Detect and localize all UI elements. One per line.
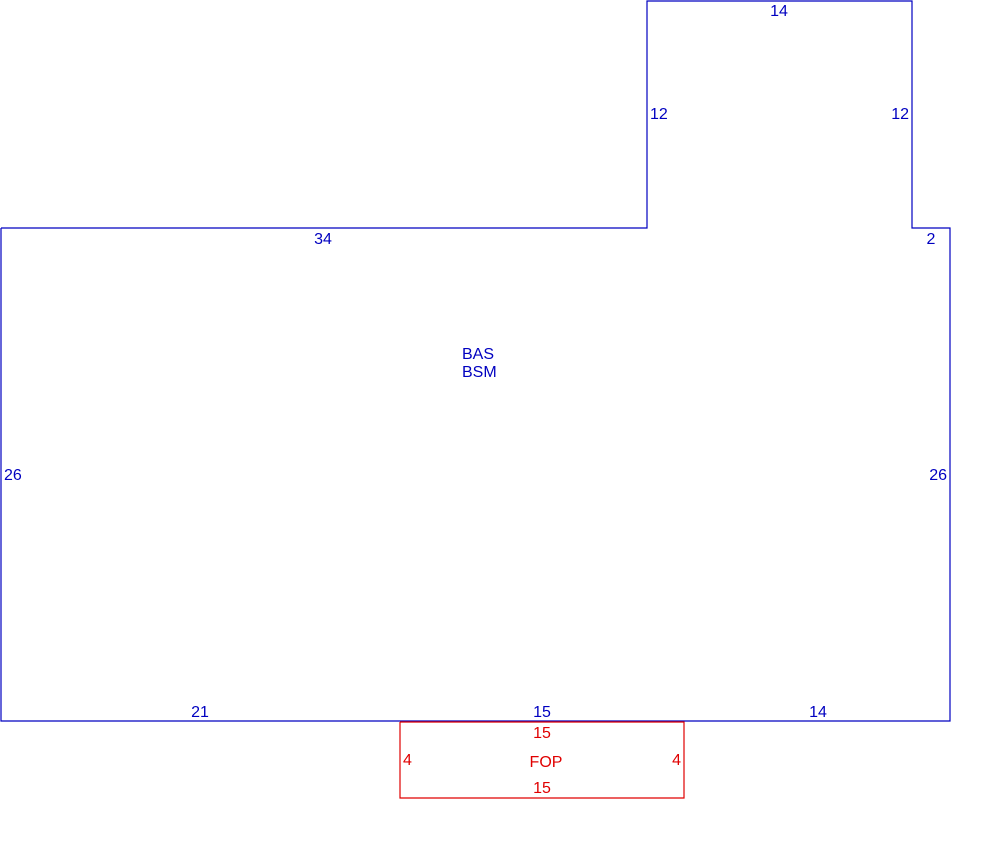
- area-label-bsm: BSM: [462, 364, 497, 381]
- dim-top-bump: 14: [770, 3, 788, 20]
- dim-right-step: 2: [927, 231, 936, 248]
- porch-dim-bottom: 15: [533, 780, 551, 797]
- dim-bottom-middle: 15: [533, 704, 551, 721]
- porch-dim-right: 4: [672, 752, 681, 769]
- dim-top-main: 34: [314, 231, 332, 248]
- area-label-bas: BAS: [462, 346, 494, 363]
- area-label-fop: FOP: [530, 754, 563, 771]
- dim-left-side: 26: [4, 467, 22, 484]
- main-structure-outline: [0, 0, 951, 722]
- dim-bottom-left: 21: [191, 704, 209, 721]
- dim-bump-left: 12: [650, 106, 668, 123]
- porch-dim-left: 4: [403, 752, 412, 769]
- dim-bump-right: 12: [891, 106, 909, 123]
- dim-right-side: 26: [929, 467, 947, 484]
- porch-outline: [399, 721, 685, 799]
- dim-bottom-right: 14: [809, 704, 827, 721]
- porch-dim-top: 15: [533, 725, 551, 742]
